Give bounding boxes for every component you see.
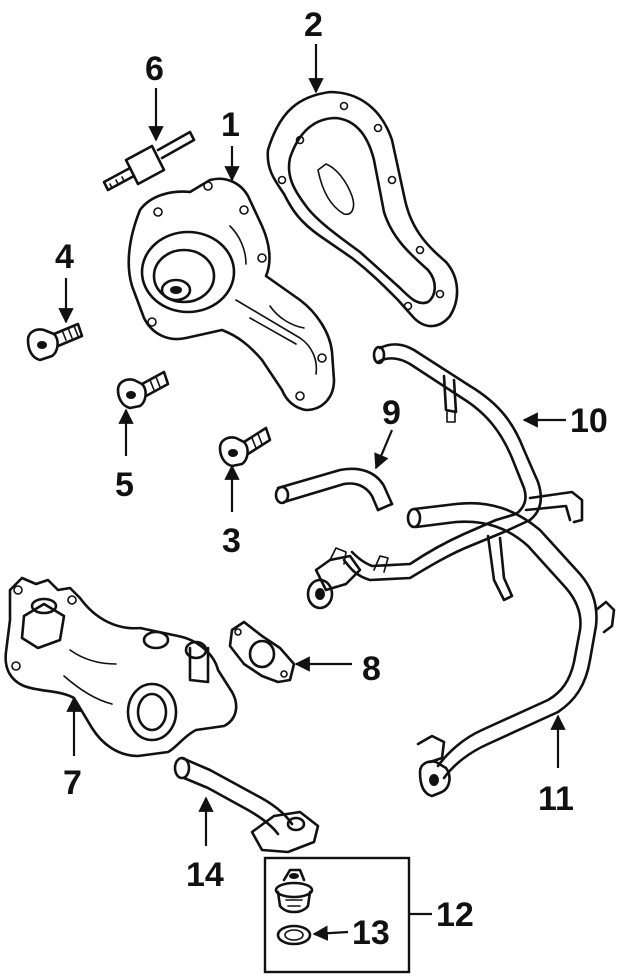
- bypass-hose-part-9: [274, 467, 394, 512]
- callout-1: 1: [221, 106, 240, 144]
- callout-9: 9: [382, 394, 401, 432]
- thermostat-housing-part-7: [4, 576, 238, 758]
- seal-ring: [276, 924, 312, 946]
- callout-5: 5: [115, 466, 134, 504]
- bolt-part-3: [218, 426, 272, 468]
- thermostat-part-13: [274, 868, 314, 914]
- callout-12: 12: [436, 896, 474, 934]
- thermostat-kit-box-part-12: [263, 856, 411, 974]
- coolant-pipe-part-10: [306, 343, 584, 610]
- callout-numbers: 1 2 3 4 5 6 7 8 9 10 11 12 13 14: [55, 6, 608, 952]
- coolant-pipe-part-11: [406, 501, 616, 798]
- callout-7: 7: [63, 764, 82, 802]
- bolt-part-5: [116, 370, 170, 410]
- callout-6: 6: [145, 50, 164, 88]
- callout-14: 14: [186, 856, 224, 894]
- callout-10: 10: [570, 402, 608, 440]
- water-pump-gasket: [266, 90, 459, 328]
- callout-4: 4: [55, 238, 74, 276]
- tube-part-14: [173, 756, 320, 854]
- water-pump: [127, 177, 336, 412]
- callout-11: 11: [538, 780, 574, 818]
- callout-3: 3: [222, 522, 241, 560]
- stud-part-6: [102, 130, 196, 192]
- callout-2: 2: [304, 6, 323, 44]
- bolt-part-4: [26, 322, 84, 362]
- leader-lines: [58, 44, 566, 941]
- callout-13: 13: [352, 914, 390, 952]
- callout-8: 8: [362, 650, 381, 688]
- housing-gasket-part-8: [228, 620, 296, 684]
